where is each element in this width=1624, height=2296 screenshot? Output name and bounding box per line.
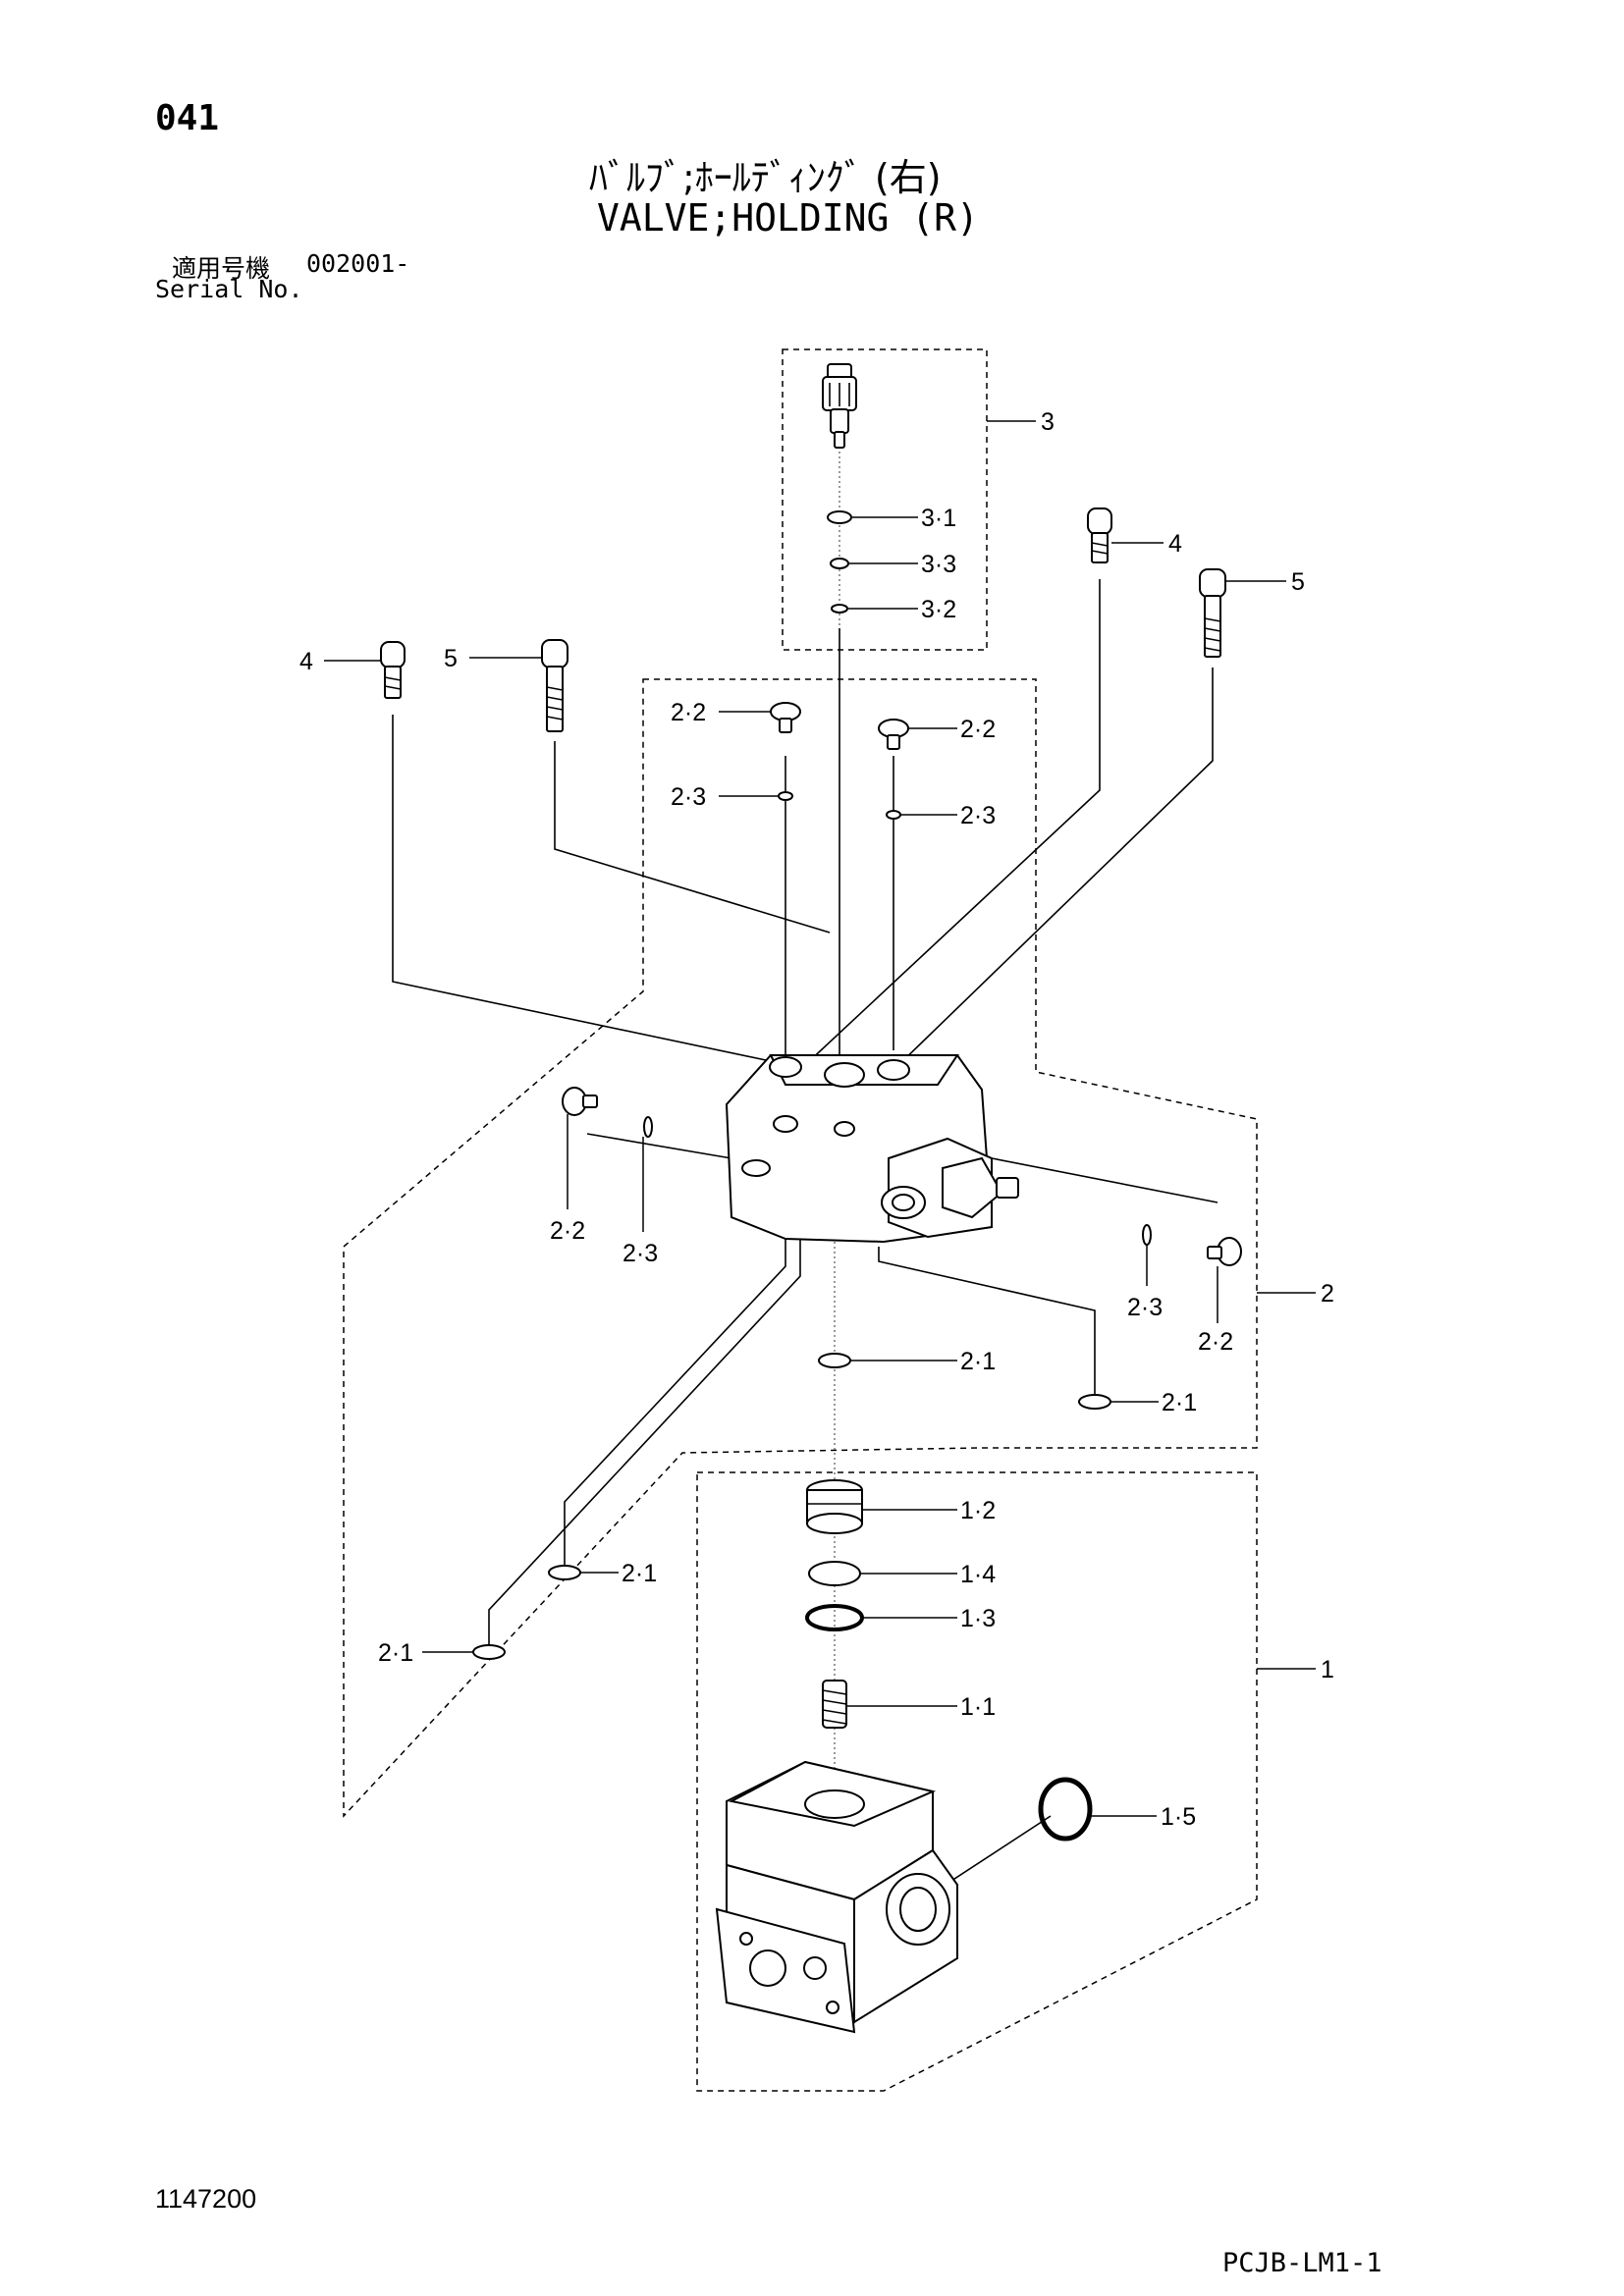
callout-2-1-left-b: 2·1 [378,1639,413,1667]
callout-1-3: 1·3 [960,1605,996,1632]
path-port-left-b [488,1237,801,1644]
plug-2-2-top-left [770,702,801,733]
callout-1-4: 1·4 [960,1561,996,1588]
o-ring-2-1-left-a [548,1565,581,1580]
callout-3: 3 [1041,408,1055,436]
o-ring-2-3-left [643,1116,653,1138]
ring-1-4 [808,1561,861,1586]
callout-2-3-left: 2·3 [623,1240,658,1267]
callout-2-2-right: 2·2 [1198,1328,1233,1356]
o-ring-2-1-left-b [472,1644,506,1660]
path-bolt-5-left [554,741,831,934]
callout-2-1-right: 2·1 [1162,1389,1197,1416]
page-number: 041 [155,98,220,138]
o-ring-3-3 [830,558,849,569]
callout-4-right: 4 [1168,530,1182,558]
plug-2-2-right [1207,1237,1242,1266]
callout-2-2-top-right: 2·2 [960,716,996,743]
callout-2-2-left: 2·2 [550,1217,585,1245]
serial-label-japanese: 適用号機 [172,254,271,283]
o-ring-1-5 [1038,1777,1093,1842]
bolt-4-left [380,641,406,699]
bolt-4-right [1087,507,1112,563]
plug-2-2-left [562,1087,598,1116]
callout-2-1-left-a: 2·1 [622,1560,657,1587]
serial-label-english: Serial No. [155,275,303,303]
group-1-boundary [696,1471,1258,2092]
group-2-boundary [343,678,1258,1818]
path-port-right [878,1247,1096,1394]
callout-4-left: 4 [299,648,313,675]
path-bolt-5-right [893,667,1214,1071]
title-japanese: ﾊﾞﾙﾌﾞ;ﾎｰﾙﾃﾞｨﾝｸﾞ (右) [589,156,942,199]
valve-body-2 [725,1054,1019,1244]
serial-value: 002001- [306,249,410,278]
poppet-1-2 [806,1479,863,1534]
callout-5-right: 5 [1291,568,1305,596]
o-ring-2-3-right [1142,1224,1152,1246]
bolt-5-right [1199,568,1226,658]
o-ring-3-1 [827,510,852,524]
path-port-left-a [564,1237,786,1566]
title-english: VALVE;HOLDING (R) [597,196,979,240]
callout-2-3-right: 2·3 [1127,1294,1163,1321]
callout-1-5: 1·5 [1161,1803,1196,1831]
drawing-number: 1147200 [155,2184,257,2214]
callout-2-2-top-left: 2·2 [671,699,706,726]
o-ring-2-1-right [1078,1394,1111,1410]
plug-2-2-top-right [878,719,909,750]
path-bolt-4-right [804,579,1101,1066]
callout-2: 2 [1321,1280,1334,1308]
callout-3-2: 3·2 [921,596,956,623]
path-side-right [991,1157,1218,1203]
callout-3-1: 3·1 [921,505,956,532]
callout-1-1: 1·1 [960,1693,996,1721]
valve-housing-1 [715,1760,958,2034]
path-bolt-4-left [392,715,767,1061]
o-ring-2-1-center [818,1353,851,1368]
sheet-code: PCJB-LM1-1 [1222,2248,1382,2278]
cartridge-valve-3 [822,363,857,449]
callout-1-2: 1·2 [960,1497,996,1524]
o-ring-2-3-top-right [886,810,901,820]
o-ring-3-2 [831,604,848,614]
callout-5-left: 5 [444,645,458,672]
spring-1-1 [822,1680,847,1729]
bolt-5-left [541,639,568,732]
callout-3-3: 3·3 [921,551,956,578]
callout-2-3-top-left: 2·3 [671,783,706,811]
callout-1: 1 [1321,1656,1334,1683]
o-ring-2-3-top-left [778,791,793,801]
callout-2-3-top-right: 2·3 [960,802,996,829]
callout-2-1-center: 2·1 [960,1348,996,1375]
path-side-left [586,1133,732,1159]
